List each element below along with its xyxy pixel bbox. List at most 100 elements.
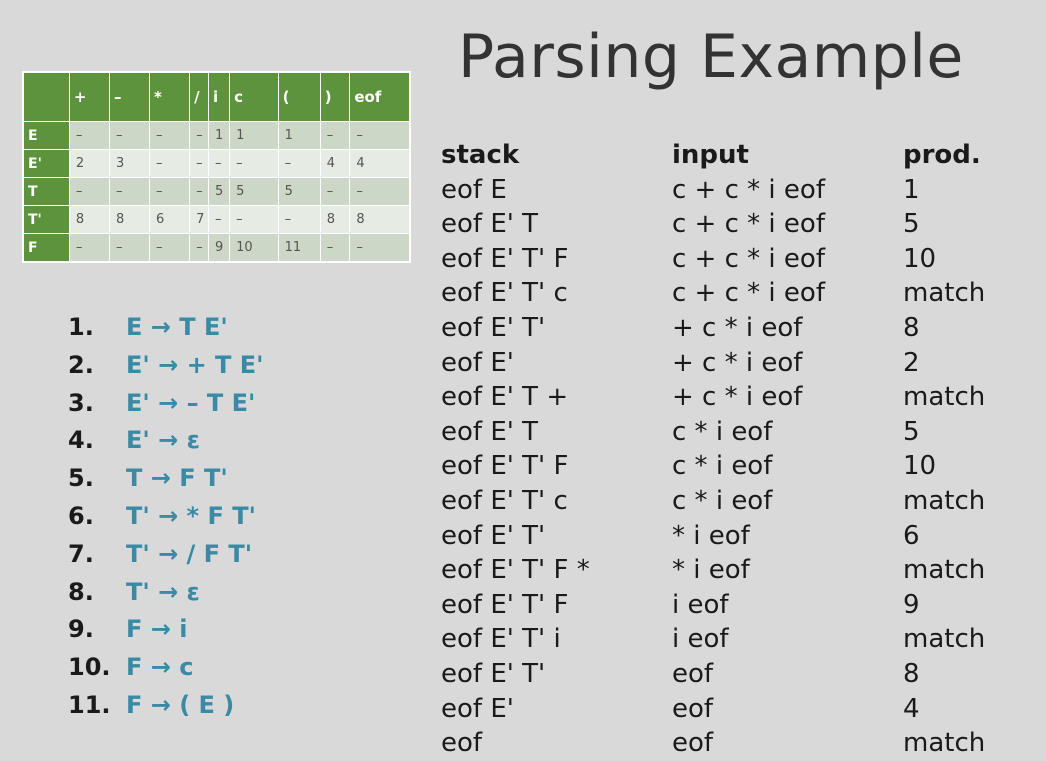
nonterminal-cell: E' xyxy=(22,149,70,178)
stack-top: T xyxy=(522,209,539,240)
table-cell: 2 xyxy=(68,149,110,178)
input-rest: + c * i eof xyxy=(686,278,825,309)
table-cell: 8 xyxy=(319,205,351,234)
table-header-cell: ( xyxy=(277,71,321,122)
table-cell: – xyxy=(319,121,351,150)
table-header-cell: / xyxy=(189,71,210,122)
table-header-cell: + xyxy=(68,71,110,122)
nonterminal-cell: T xyxy=(22,177,70,206)
stack-base: eof E' T' xyxy=(441,451,554,482)
input-head: + xyxy=(672,382,694,413)
stack-cell: eof E' xyxy=(441,346,514,380)
table-cell: 6 xyxy=(149,205,191,234)
production-rule: F → c xyxy=(126,653,194,682)
stack-base: eof E' xyxy=(441,658,523,689)
prod-cell: 2 xyxy=(903,347,920,378)
production-item: 6.T' → * F T' xyxy=(68,498,264,536)
input-cell: + c * i eof xyxy=(672,380,802,414)
input-rest: eof xyxy=(679,624,729,655)
stack-base: eof E' T' xyxy=(441,624,554,655)
production-item: 9.F → i xyxy=(68,611,264,649)
stack-top: i xyxy=(553,624,561,655)
input-rest: c * i eof xyxy=(693,382,803,413)
stack-cell: eof E' T' F xyxy=(441,242,568,276)
input-cell: * i eof xyxy=(672,519,750,553)
input-rest: + c * i eof xyxy=(686,243,825,274)
table-cell: – xyxy=(149,177,191,206)
prod-cell: 8 xyxy=(903,312,920,343)
stack-base: eof E' xyxy=(441,520,523,551)
input-head: c xyxy=(672,243,687,274)
table-cell: – xyxy=(319,233,351,263)
table-cell: 8 xyxy=(349,205,411,234)
stack-top: T' xyxy=(522,312,546,343)
input-head: c xyxy=(672,174,687,205)
table-cell: – xyxy=(349,177,411,206)
table-cell: – xyxy=(189,177,210,206)
production-number: 1. xyxy=(68,313,94,341)
prod-cell: 10 xyxy=(903,451,937,482)
production-rule: F → ( E ) xyxy=(126,690,235,719)
stack-top: * xyxy=(576,555,590,586)
table-cell: – xyxy=(68,121,110,150)
production-item: 8.T' → ε xyxy=(68,574,264,612)
prod-cell: 1 xyxy=(903,174,920,205)
production-rule: T' → / F T' xyxy=(126,539,253,568)
table-cell: – xyxy=(319,177,351,206)
stack-cell: eof E' T xyxy=(441,207,538,241)
table-header-cell: i xyxy=(208,71,231,122)
stack-cell: eof E' T' c xyxy=(441,276,568,310)
table-cell: 5 xyxy=(229,177,279,206)
table-cell: – xyxy=(108,177,151,206)
stack-cell: eof E' T' xyxy=(441,311,545,345)
stack-cell: eof E' T' xyxy=(441,657,545,691)
input-cell: c + c * i eof xyxy=(672,276,825,310)
input-head: i xyxy=(672,624,680,655)
production-number: 3. xyxy=(68,388,94,417)
production-number: 2. xyxy=(68,350,94,379)
input-head: i xyxy=(672,589,680,620)
prod-header: prod. xyxy=(903,140,981,170)
production-item: 1.E → T E' xyxy=(68,309,264,347)
stack-base: eof E' xyxy=(441,416,523,447)
table-cell: 5 xyxy=(208,177,231,206)
stack-cell: eof E' T' F xyxy=(441,449,568,483)
table-cell: 1 xyxy=(277,121,321,150)
table-cell: 11 xyxy=(277,233,321,263)
stack-top: eof xyxy=(441,728,483,759)
stack-cell: eof E' T' F xyxy=(441,588,568,622)
stack-base: eof E' T xyxy=(441,382,547,413)
prod-cell: match xyxy=(903,624,986,655)
production-item: 11.F → ( E ) xyxy=(68,687,264,725)
stack-base: eof E' T' xyxy=(441,243,554,274)
prod-cell: 8 xyxy=(903,658,920,689)
prod-cell: match xyxy=(903,728,986,759)
table-header-cell: ) xyxy=(319,71,351,122)
prod-cell: match xyxy=(903,555,986,586)
input-cell: eof xyxy=(672,726,713,760)
table-header-cell: * xyxy=(149,71,191,122)
production-number: 6. xyxy=(68,501,94,530)
production-rule: E' → – T E' xyxy=(126,388,256,417)
input-head: eof xyxy=(672,728,714,759)
table-cell: 9 xyxy=(208,233,231,263)
table-header-cell: – xyxy=(108,71,151,122)
stack-top: + xyxy=(546,382,569,413)
production-number: 4. xyxy=(68,426,94,455)
production-item: 7. T' → / F T' xyxy=(68,536,264,574)
production-rule: F → i xyxy=(126,615,188,644)
prod-cell: match xyxy=(903,278,986,309)
production-number: 7. xyxy=(68,539,94,568)
input-rest: * i eof xyxy=(686,485,773,516)
table-cell: 1 xyxy=(229,121,279,150)
stack-base: eof E' xyxy=(441,312,523,343)
stack-top: E' xyxy=(490,347,514,378)
stack-cell: eof E' T xyxy=(441,415,538,449)
stack-cell: eof E' xyxy=(441,692,514,726)
table-cell: 4 xyxy=(349,149,411,178)
table-header-cell: eof xyxy=(349,71,411,122)
stack-base: eof xyxy=(441,347,491,378)
